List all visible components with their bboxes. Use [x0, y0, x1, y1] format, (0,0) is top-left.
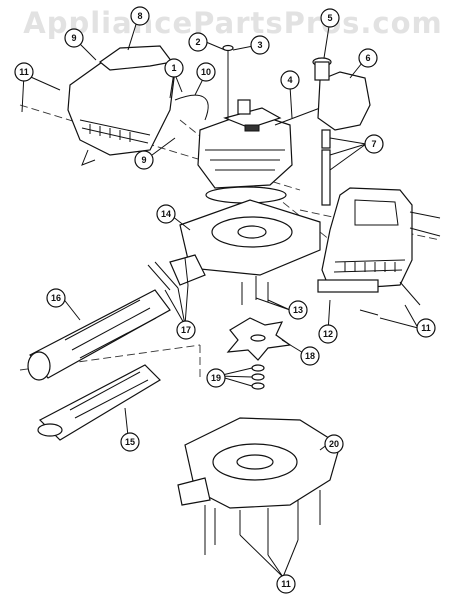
screws-bottom	[204, 490, 321, 555]
callout-9-mid: 9	[134, 150, 154, 170]
callout-15: 15	[120, 432, 140, 452]
svg-text:14: 14	[161, 209, 171, 219]
svg-text:7: 7	[371, 139, 376, 149]
svg-text:3: 3	[257, 40, 262, 50]
bottom-housing	[177, 417, 341, 509]
callout-11-right: 11	[416, 318, 436, 338]
svg-text:18: 18	[305, 351, 315, 361]
svg-text:9: 9	[71, 33, 76, 43]
blower-nozzle	[37, 364, 161, 441]
callout-1: 1	[164, 58, 184, 78]
callout-16: 16	[46, 288, 66, 308]
callout-17: 17	[176, 320, 196, 340]
callout-12: 12	[318, 324, 338, 344]
right-housing	[317, 187, 413, 293]
blower-housing	[169, 199, 321, 286]
svg-text:16: 16	[51, 293, 61, 303]
callout-9-top: 9	[64, 28, 84, 48]
callout-19: 19	[206, 368, 226, 388]
svg-text:11: 11	[19, 67, 29, 77]
muffler	[312, 57, 371, 131]
throttle-cable	[174, 94, 209, 121]
svg-text:6: 6	[365, 53, 370, 63]
svg-text:20: 20	[329, 439, 339, 449]
svg-text:11: 11	[281, 579, 291, 589]
svg-text:8: 8	[137, 11, 142, 21]
watermark: AppliancePartsPros.com	[23, 6, 443, 40]
svg-text:13: 13	[293, 305, 303, 315]
svg-text:9: 9	[141, 155, 146, 165]
impeller	[226, 317, 292, 361]
callout-7: 7	[364, 134, 384, 154]
svg-text:1: 1	[171, 63, 176, 73]
engine	[197, 99, 293, 204]
svg-text:12: 12	[323, 329, 333, 339]
callout-20: 20	[324, 434, 344, 454]
blower-tube-large	[27, 289, 171, 381]
callout-11-bottom: 11	[276, 574, 296, 594]
callout-13: 13	[288, 300, 308, 320]
svg-text:5: 5	[327, 13, 332, 23]
callout-8: 8	[130, 6, 150, 26]
callout-10: 10	[196, 62, 216, 82]
svg-text:2: 2	[195, 37, 200, 47]
clips	[147, 257, 189, 291]
rod	[274, 107, 321, 126]
svg-text:15: 15	[125, 437, 135, 447]
callout-14: 14	[156, 204, 176, 224]
svg-text:4: 4	[287, 75, 292, 85]
engine-bolt	[222, 44, 234, 120]
callout-4: 4	[280, 70, 300, 90]
washers	[251, 364, 265, 390]
callout-3: 3	[250, 35, 270, 55]
svg-text:19: 19	[211, 373, 221, 383]
callout-11-left: 11	[14, 62, 34, 82]
callout-18: 18	[300, 346, 320, 366]
svg-text:10: 10	[201, 67, 211, 77]
svg-text:17: 17	[181, 325, 191, 335]
screws-13	[241, 276, 269, 305]
callout-5: 5	[320, 8, 340, 28]
spacer-tubes	[321, 129, 331, 206]
svg-text:11: 11	[421, 323, 431, 333]
callout-6: 6	[358, 48, 378, 68]
left-housing	[67, 45, 176, 166]
screws-right	[359, 211, 441, 316]
callout-2: 2	[188, 32, 208, 52]
